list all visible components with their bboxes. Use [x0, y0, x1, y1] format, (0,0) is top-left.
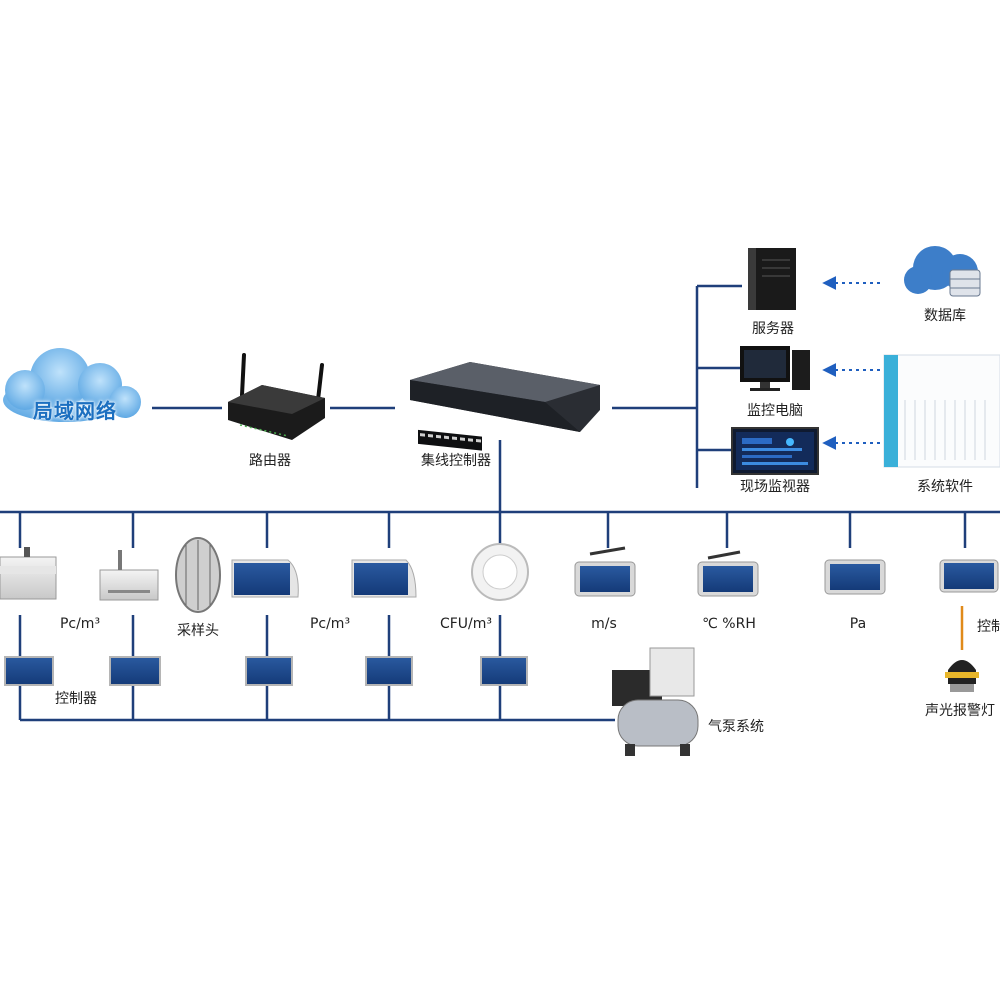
server-icon	[748, 248, 796, 310]
database-label: 数据库	[924, 308, 966, 324]
pressure-sensor-icon	[824, 559, 886, 595]
monitoring-pc-icon	[740, 346, 810, 391]
alarm-label: 声光报警灯	[925, 703, 995, 719]
router-label: 路由器	[249, 453, 291, 469]
sensor-label-pc1: Pc/m³	[59, 616, 101, 632]
sensor-label-temp: ℃ %RH	[702, 616, 756, 632]
alarm-light-icon	[945, 660, 979, 692]
controller-2-icon	[109, 656, 161, 686]
sensor-label-speed: m/s	[591, 616, 617, 632]
lan-cloud-icon	[3, 348, 141, 422]
sensor-4-icon	[351, 559, 417, 598]
sensor-3-icon	[231, 559, 299, 598]
system-software-icon	[883, 354, 1000, 468]
hub-label: 集线控制器	[421, 453, 491, 469]
controller-5-icon	[480, 656, 528, 686]
cloud-label: 局域网络	[33, 399, 117, 423]
connection-lines	[0, 284, 1000, 722]
particle-counter-2-icon	[99, 550, 159, 601]
sensor-label-pc2: Pc/m³	[309, 616, 351, 632]
particle-counter-1-icon	[0, 547, 57, 600]
hub-switch-icon	[410, 362, 600, 451]
temp-humidity-sensor-icon	[697, 550, 759, 597]
controller-1-icon	[4, 656, 54, 686]
controller-label: 控制器	[55, 691, 97, 707]
sensor-label-cfu: CFU/m³	[439, 616, 493, 632]
control-module-icon	[939, 559, 999, 593]
monitoring-pc-label: 监控电脑	[747, 403, 803, 419]
cfu-sampler-icon	[471, 543, 529, 601]
server-label: 服务器	[752, 321, 794, 337]
system-software-label: 系统软件	[917, 479, 973, 495]
sensor-label-pressure: Pa	[849, 616, 867, 632]
airspeed-sensor-icon	[574, 546, 636, 597]
controller-3-icon	[245, 656, 293, 686]
site-monitor-label: 现场监视器	[740, 479, 810, 495]
router-icon	[228, 353, 325, 440]
site-monitor-icon	[731, 427, 819, 475]
database-icon	[904, 246, 981, 297]
controller-4-icon	[365, 656, 413, 686]
vacuum-pump-icon	[612, 647, 699, 756]
controllers	[4, 656, 528, 686]
sensor-label-control: 控制	[977, 619, 1000, 635]
vacuum-label: 气泵系统	[708, 719, 764, 735]
sensor-label-sampler: 采样头	[177, 623, 219, 639]
data-arrows	[822, 276, 880, 450]
sampler-head-icon	[175, 537, 221, 613]
